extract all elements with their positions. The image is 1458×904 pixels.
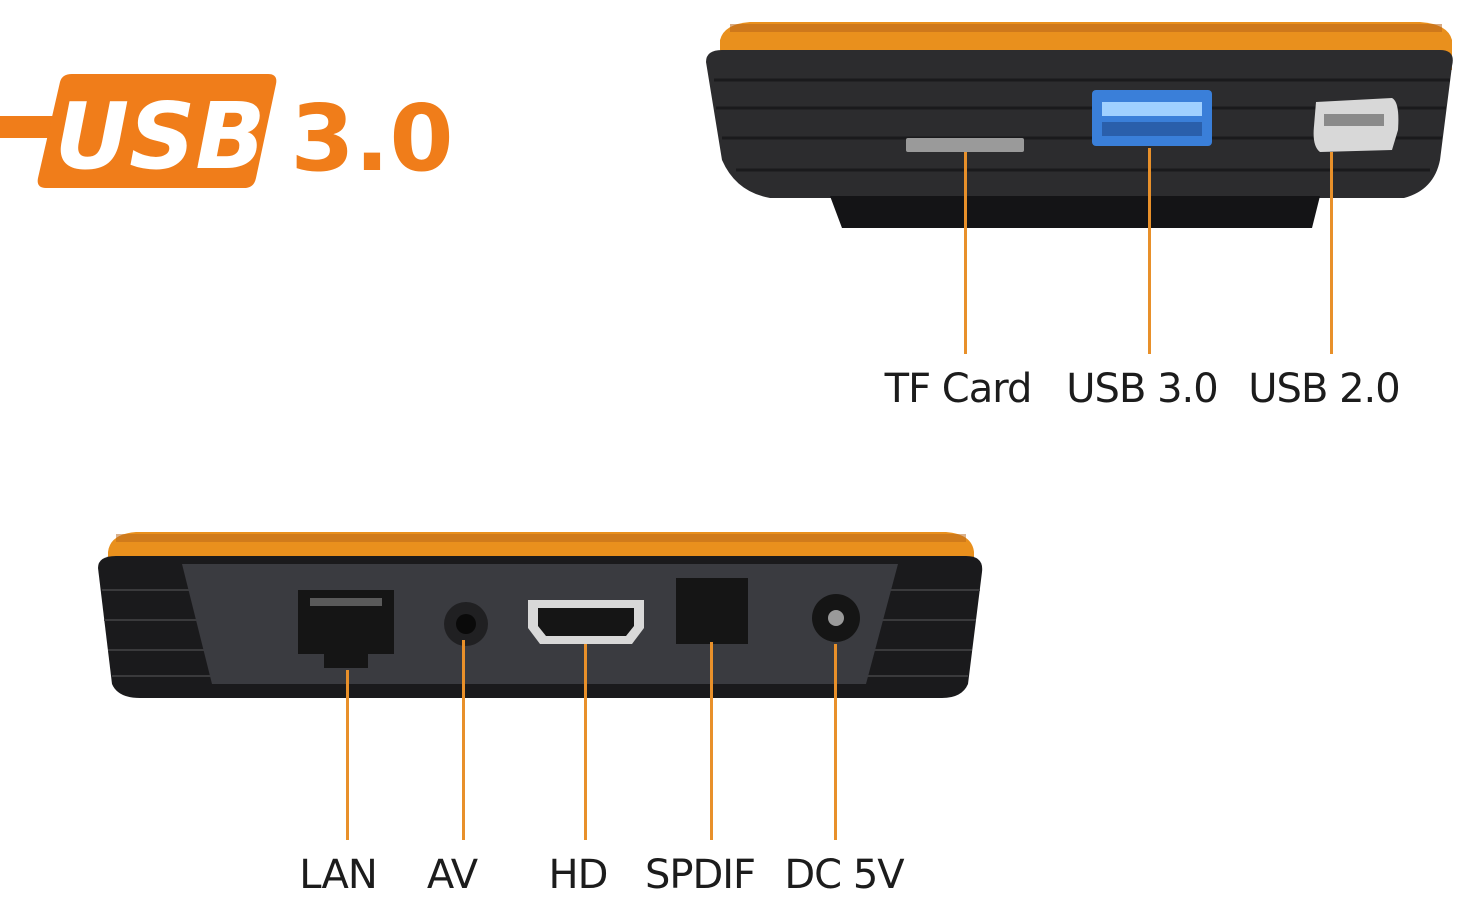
usb2-callout-line (1330, 152, 1333, 354)
label-usb-2: USB 2.0 (1248, 366, 1400, 412)
label-usb-3: USB 3.0 (1066, 366, 1218, 412)
label-lan: LAN (299, 852, 377, 898)
av-callout-line (462, 640, 465, 840)
label-tf-card: TF Card (884, 366, 1033, 412)
label-dc-5v: DC 5V (784, 852, 904, 898)
top-device (700, 10, 1458, 240)
tf-card-slot (906, 138, 1024, 152)
label-spdif: SPDIF (644, 852, 756, 898)
tf-card-callout-line (964, 152, 967, 354)
spdif-port (676, 578, 748, 644)
hd-callout-line (584, 644, 587, 840)
usb3-callout-line (1148, 148, 1151, 354)
logo-version-text: 3.0 (291, 85, 454, 192)
usb3-logo-graphic: USB 3.0 (0, 74, 454, 192)
dc-callout-line (834, 644, 837, 840)
spdif-callout-line (710, 642, 713, 840)
label-hd: HD (548, 852, 609, 898)
usb3-port (1092, 90, 1212, 146)
label-av: AV (426, 852, 478, 898)
bottom-device (96, 528, 986, 708)
usb3-logo: USB 3.0 (0, 60, 480, 200)
logo-usb-text: USB (54, 83, 265, 190)
lan-callout-line (346, 670, 349, 840)
